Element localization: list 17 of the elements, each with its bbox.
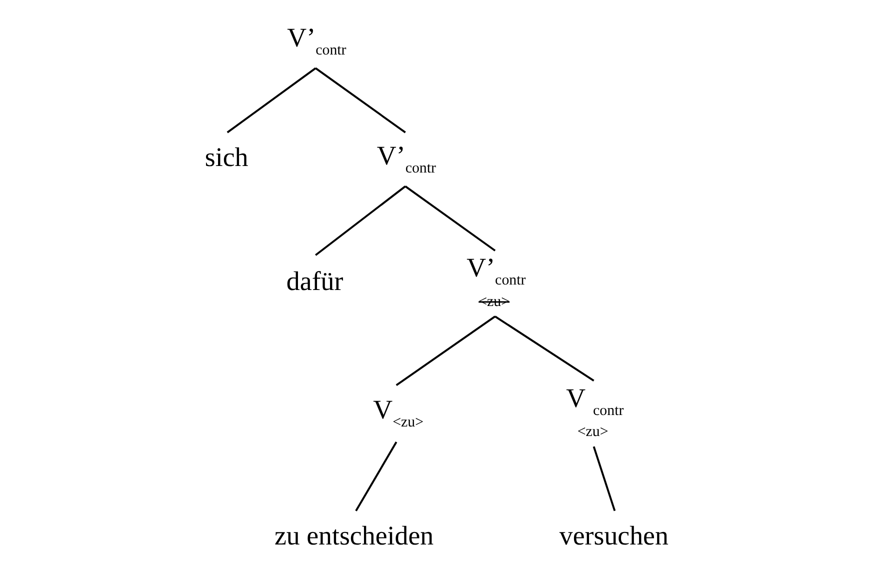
connector [592, 446, 616, 512]
connector [396, 316, 496, 386]
node-text: dafür [286, 266, 344, 296]
connector [226, 67, 316, 134]
connector [315, 67, 406, 134]
connector [404, 186, 496, 252]
node-text: V $_{contr}$ <zu> [566, 382, 624, 440]
node-text: V’$_{contr}$ <zu> [466, 252, 526, 310]
node-text: V$_{<zu>}$ [373, 394, 424, 431]
node-text: V’$_{contr}$ [376, 140, 436, 176]
connector [355, 442, 398, 512]
node-text: sich [204, 142, 248, 172]
node-text: V’$_{contr}$ [287, 22, 346, 58]
node-text: versuchen [559, 520, 668, 550]
node-text: zu entscheiden [274, 520, 434, 550]
connector [315, 186, 406, 256]
connector [494, 316, 594, 382]
